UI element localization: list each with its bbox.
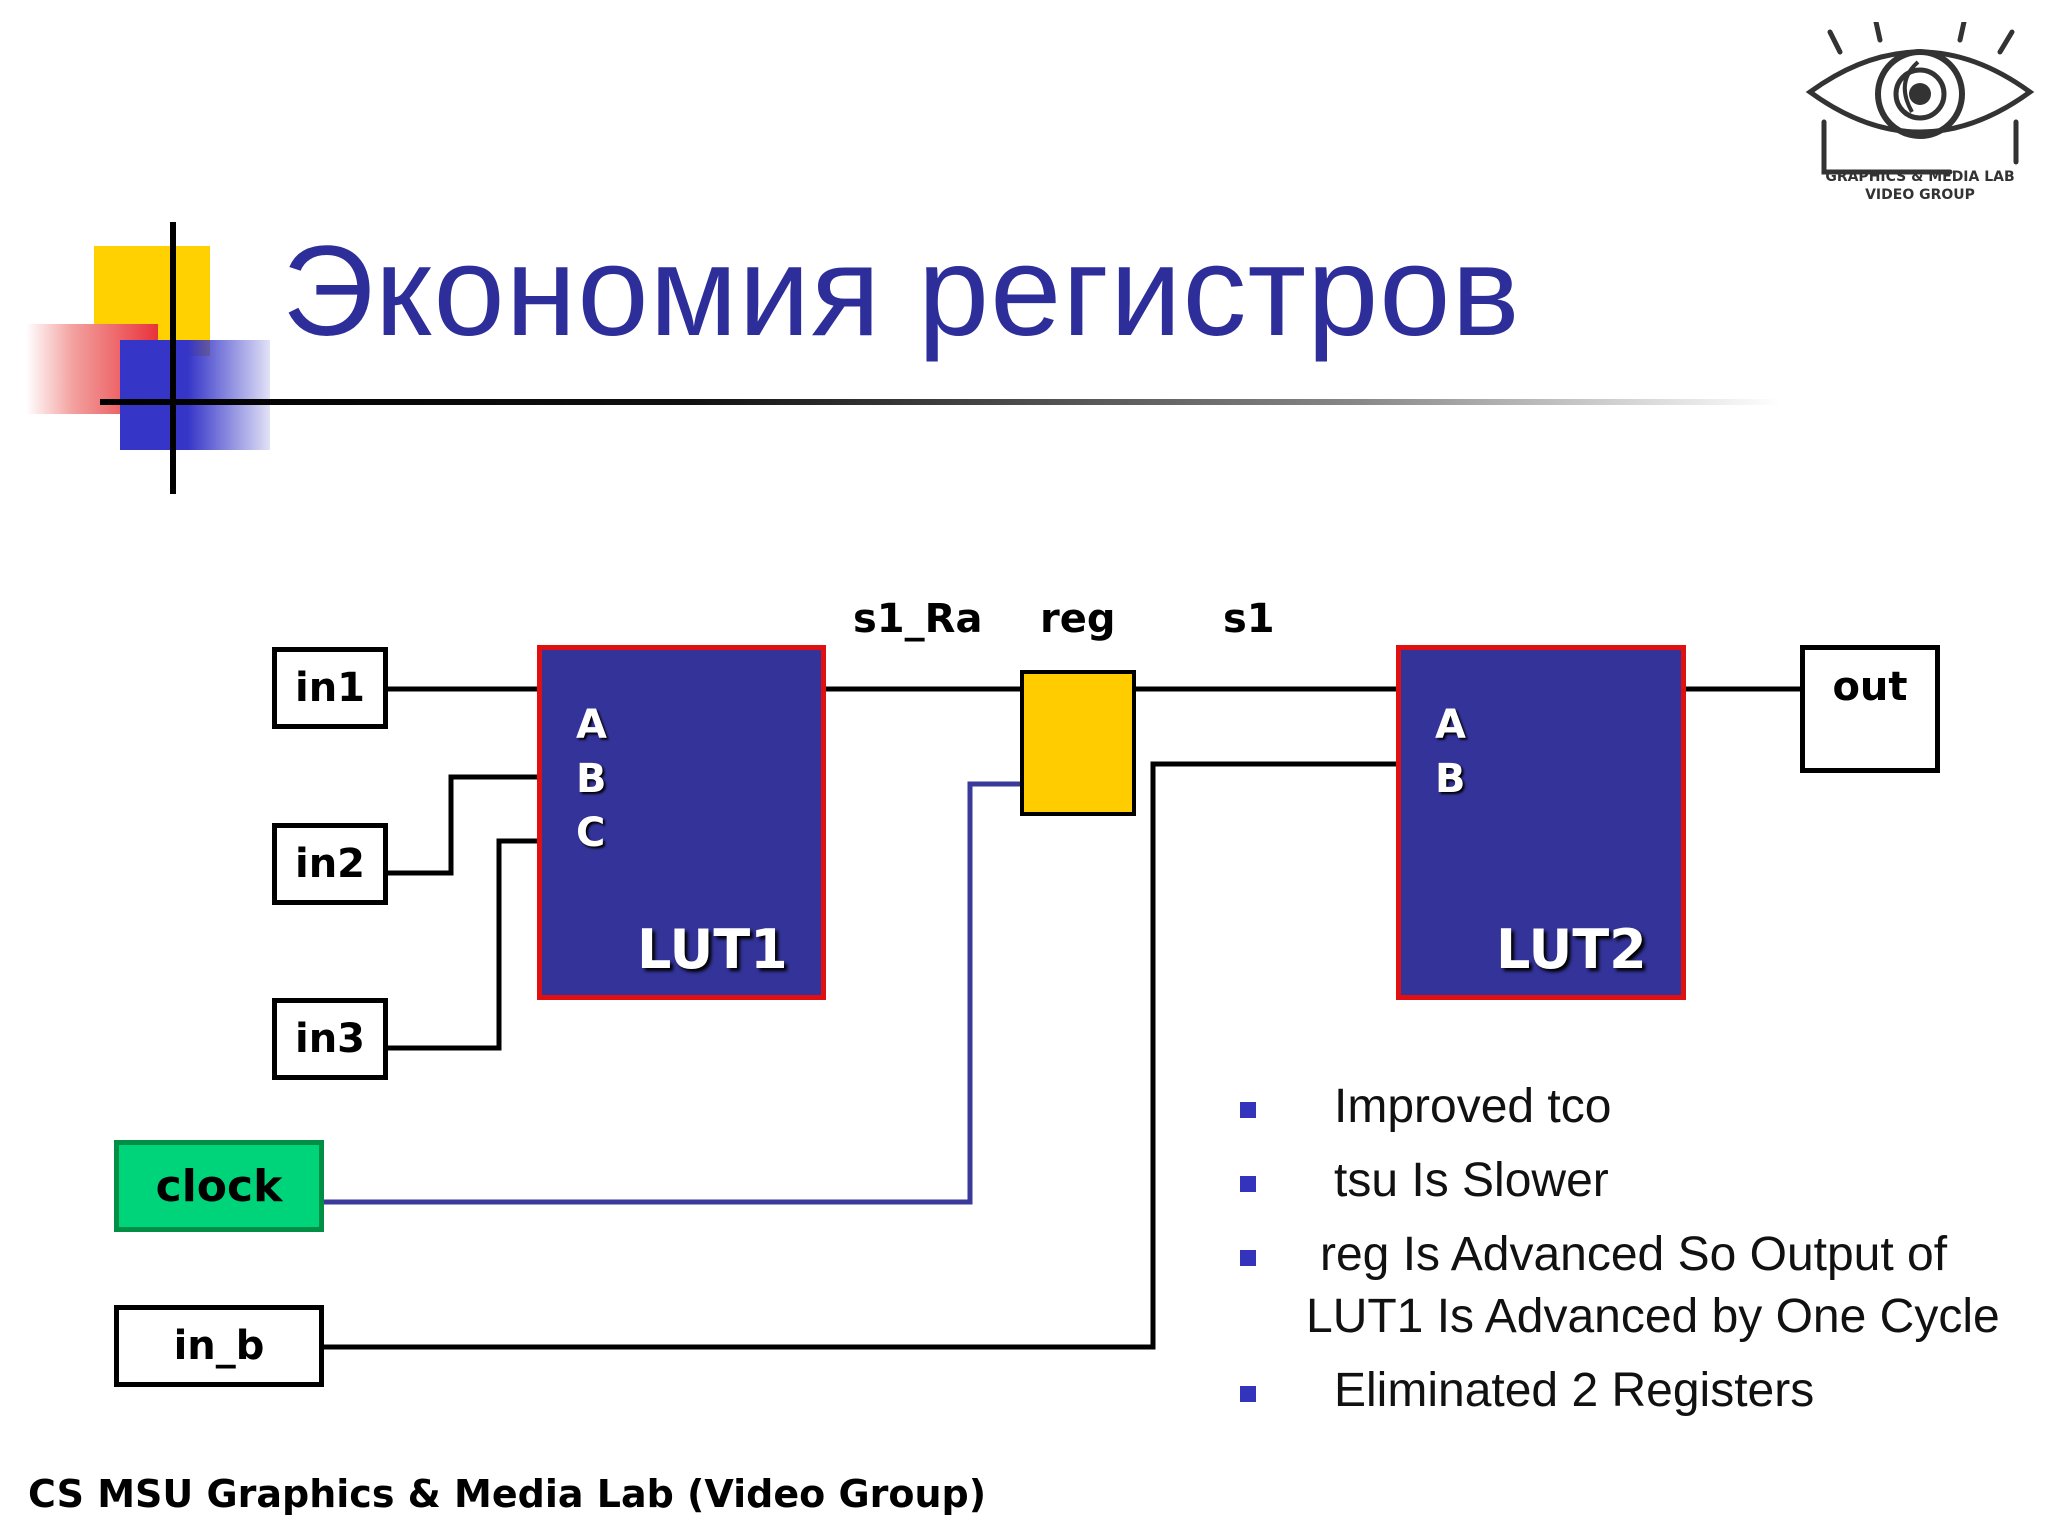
eye-logo-icon: [1805, 22, 2035, 175]
slide-footer: CS MSU Graphics & Media Lab (Video Group…: [28, 1472, 987, 1516]
lut1-pin-a: A: [576, 702, 607, 748]
bullet-square-icon: [1240, 1176, 1256, 1192]
wire-in3: [388, 838, 540, 1051]
bullet-text: Improved tco: [1334, 1080, 1612, 1133]
bullet-square-icon: [1240, 1250, 1256, 1266]
slide-title: Экономия регистров: [282, 220, 1521, 363]
decor-blue-square: [120, 340, 270, 450]
decor-vertical-line: [170, 222, 176, 494]
bullet-item: Eliminated 2 Registers: [1240, 1360, 2020, 1422]
bullet-item: tsu Is Slower: [1240, 1150, 2020, 1212]
lut1-label: LUT1: [637, 918, 788, 981]
wire-clock: [324, 781, 1024, 1205]
lut1-pin-c: C: [576, 810, 606, 856]
bullet-square-icon: [1240, 1386, 1256, 1402]
signal-label-s1-ra: s1_Ra: [853, 596, 983, 642]
bullet-item: Improved tco: [1240, 1076, 2020, 1138]
title-underline: [100, 399, 1780, 405]
bullet-text: Eliminated 2 Registers: [1334, 1364, 1815, 1417]
logo-caption: GRAPHICS & MEDIA LAB VIDEO GROUP: [1800, 168, 2040, 204]
bullet-item: reg Is Advanced So Output of LUT1 Is Adv…: [1240, 1224, 2020, 1348]
input-in2: in2: [272, 823, 388, 905]
input-in1: in1: [272, 647, 388, 729]
logo-caption-line2: VIDEO GROUP: [1865, 187, 1975, 203]
bullet-list: Improved tco tsu Is Slower reg Is Advanc…: [1240, 1076, 2020, 1434]
wire-in2: [388, 774, 540, 876]
lut2-block: A B LUT2: [1396, 645, 1686, 1000]
register-block: [1020, 670, 1136, 816]
input-in-b: in_b: [114, 1305, 324, 1387]
signal-label-s1: s1: [1223, 596, 1275, 642]
bullet-square-icon: [1240, 1102, 1256, 1118]
output-out: out: [1800, 645, 1940, 773]
bullet-text: reg Is Advanced So Output of LUT1 Is Adv…: [1306, 1228, 2000, 1343]
lut2-pin-a: A: [1435, 702, 1466, 748]
input-clock: clock: [114, 1140, 324, 1232]
signal-label-reg: reg: [1040, 596, 1116, 642]
lut2-pin-b: B: [1435, 756, 1466, 802]
bullet-text: tsu Is Slower: [1334, 1154, 1609, 1207]
input-in3: in3: [272, 998, 388, 1080]
lut2-label: LUT2: [1496, 918, 1647, 981]
logo-caption-line1: GRAPHICS & MEDIA LAB: [1825, 169, 2015, 185]
lut1-pin-b: B: [576, 756, 607, 802]
wire-in-b: [324, 761, 1398, 1350]
lut1-block: A B C LUT1: [537, 645, 826, 1000]
